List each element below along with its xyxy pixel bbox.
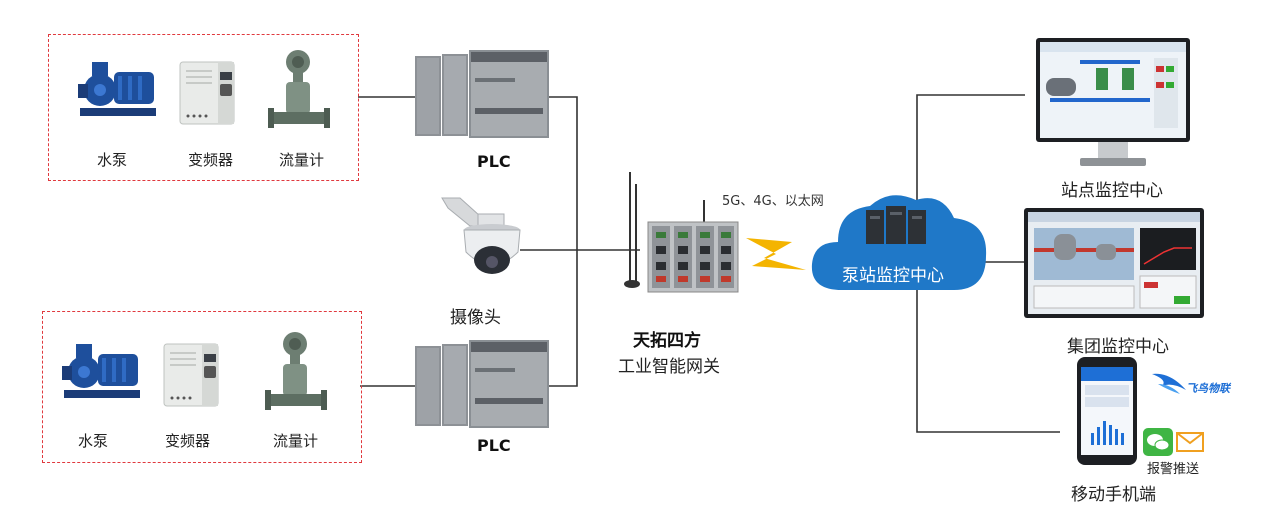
notify-label: 报警推送 bbox=[1147, 462, 1200, 477]
mail-icon bbox=[1176, 432, 1204, 456]
plc-label-top: PLC bbox=[477, 152, 511, 171]
logo-text: 飞鸟物联 bbox=[1186, 382, 1230, 395]
gateway-icon bbox=[612, 172, 742, 301]
plc-icon bbox=[415, 48, 550, 144]
device-group-top bbox=[48, 34, 359, 181]
gateway-name: 工业智能网关 bbox=[618, 357, 720, 377]
device-label-flowmeter: 流量计 bbox=[273, 432, 319, 450]
endpoint-label-station: 站点监控中心 bbox=[1061, 181, 1163, 201]
ptz-camera-icon bbox=[440, 196, 522, 284]
device-label-pump: 水泵 bbox=[97, 151, 128, 169]
plc-label-bottom: PLC bbox=[477, 436, 511, 455]
device-group-bottom bbox=[42, 311, 362, 463]
device-label-inverter: 变频器 bbox=[188, 151, 234, 169]
device-label-flowmeter: 流量计 bbox=[279, 151, 325, 169]
inverter-icon bbox=[178, 58, 242, 132]
water-pump-icon bbox=[78, 58, 158, 132]
flowmeter-icon bbox=[268, 50, 332, 140]
cloud-label: 泵站监控中心 bbox=[842, 266, 944, 286]
monitor-icon bbox=[1024, 208, 1206, 324]
device-label-inverter: 变频器 bbox=[165, 432, 211, 450]
cloud-icon bbox=[804, 186, 994, 306]
device-label-pump: 水泵 bbox=[78, 432, 109, 450]
endpoint-label-group: 集团监控中心 bbox=[1067, 337, 1169, 357]
smartphone-icon bbox=[1077, 357, 1139, 471]
camera-label: 摄像头 bbox=[450, 308, 501, 328]
plc-icon bbox=[415, 338, 550, 434]
gateway-brand: 天拓四方 bbox=[633, 331, 701, 351]
feiniao-logo-icon bbox=[1150, 370, 1190, 400]
water-pump-icon bbox=[62, 340, 142, 414]
network-label: 5G、4G、以太网 bbox=[722, 194, 824, 209]
endpoint-label-mobile: 移动手机端 bbox=[1071, 485, 1156, 505]
lightning-icon bbox=[742, 232, 808, 280]
flowmeter-icon bbox=[265, 332, 329, 422]
wechat-icon bbox=[1143, 428, 1173, 460]
inverter-icon bbox=[162, 340, 226, 414]
monitor-icon bbox=[1036, 38, 1191, 174]
